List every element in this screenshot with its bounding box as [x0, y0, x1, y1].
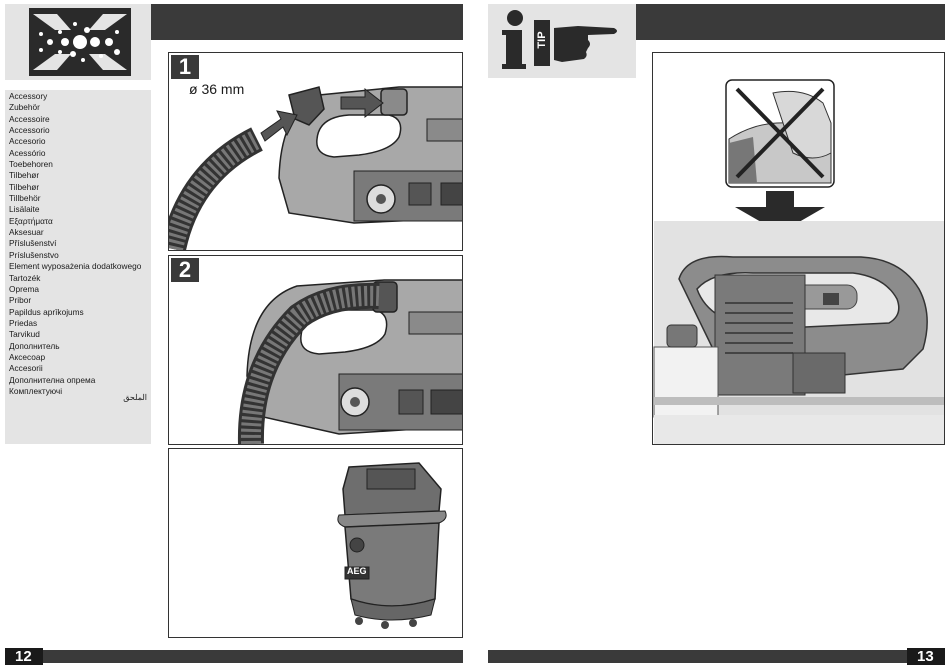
language-item: Příslušenství — [9, 238, 57, 249]
tip-figure — [652, 52, 945, 445]
language-item: Tilbehør — [9, 170, 40, 181]
tip-label: TIP — [536, 31, 548, 49]
dust-icon-box — [5, 4, 151, 80]
sander-hose-attach-illustration — [169, 86, 462, 250]
language-item: Acessório — [9, 147, 46, 158]
sander-hose-connected-illustration — [237, 279, 462, 444]
language-item: Дополнителна опрема — [9, 374, 96, 385]
language-item: Accesorii — [9, 363, 43, 374]
language-item: Accessoire — [9, 113, 50, 124]
do-not-cover-vents-illustration — [653, 79, 944, 444]
vacuum-cleaner-illustration — [337, 462, 447, 629]
footer-bar-right — [488, 650, 945, 663]
step-2-number: 2 — [171, 258, 199, 282]
vent-slots — [725, 302, 793, 354]
language-item: Комплектуючі — [9, 385, 63, 396]
language-item: Element wyposażenia dodatkowego — [9, 261, 142, 272]
step-1-number: 1 — [171, 55, 199, 79]
header-bar-right — [636, 4, 945, 40]
language-item: Tilbehør — [9, 181, 40, 192]
language-item: Accesorio — [9, 136, 46, 147]
language-item: Tartozék — [9, 272, 41, 283]
vacuum-brand-label: AEG — [347, 566, 367, 576]
footer-bar-left — [5, 650, 463, 663]
language-item: Tillbehör — [9, 193, 41, 204]
accessory-language-panel: Accessory Zubehör Accessoire Accessorio … — [5, 90, 151, 444]
language-item: Aksesuar — [9, 227, 44, 238]
arabic-label: الملحق — [123, 393, 147, 402]
language-item: Pribor — [9, 295, 32, 306]
language-item: Oprema — [9, 283, 39, 294]
header-bar-left — [151, 4, 463, 40]
language-item: Аксесоар — [9, 351, 46, 362]
language-item: Lisälaite — [9, 204, 40, 215]
language-item: Toebehoren — [9, 159, 53, 170]
dust-extraction-icon — [29, 8, 131, 76]
language-item: Papildus aprīkojums — [9, 306, 84, 317]
language-item: Príslušenstvo — [9, 249, 59, 260]
page-number-left: 12 — [15, 648, 32, 665]
language-item: Priedas — [9, 317, 38, 328]
language-item: Accessory — [9, 91, 48, 101]
page-number-left-box: 12 — [5, 648, 43, 665]
page-number-right: 13 — [917, 648, 934, 665]
accessory-language-list: Accessory Zubehör Accessoire Accessorio … — [5, 91, 151, 397]
step-1-figure: 1 ø 36 mm — [168, 52, 463, 251]
page-number-right-box: 13 — [907, 648, 945, 665]
language-item: Accessorio — [9, 125, 50, 136]
info-tip-icon — [502, 10, 617, 69]
language-item: Tarvikud — [9, 329, 40, 340]
hose-diameter-label: ø 36 mm — [189, 81, 245, 97]
language-item: Дополнитель — [9, 340, 60, 351]
tip-icon-box: TIP — [488, 4, 636, 78]
vacuum-figure: AEG — [168, 448, 463, 638]
step-2-figure: 2 — [168, 255, 463, 445]
language-item: Εξαρτήματα — [9, 215, 53, 226]
language-item: Zubehör — [9, 102, 40, 113]
